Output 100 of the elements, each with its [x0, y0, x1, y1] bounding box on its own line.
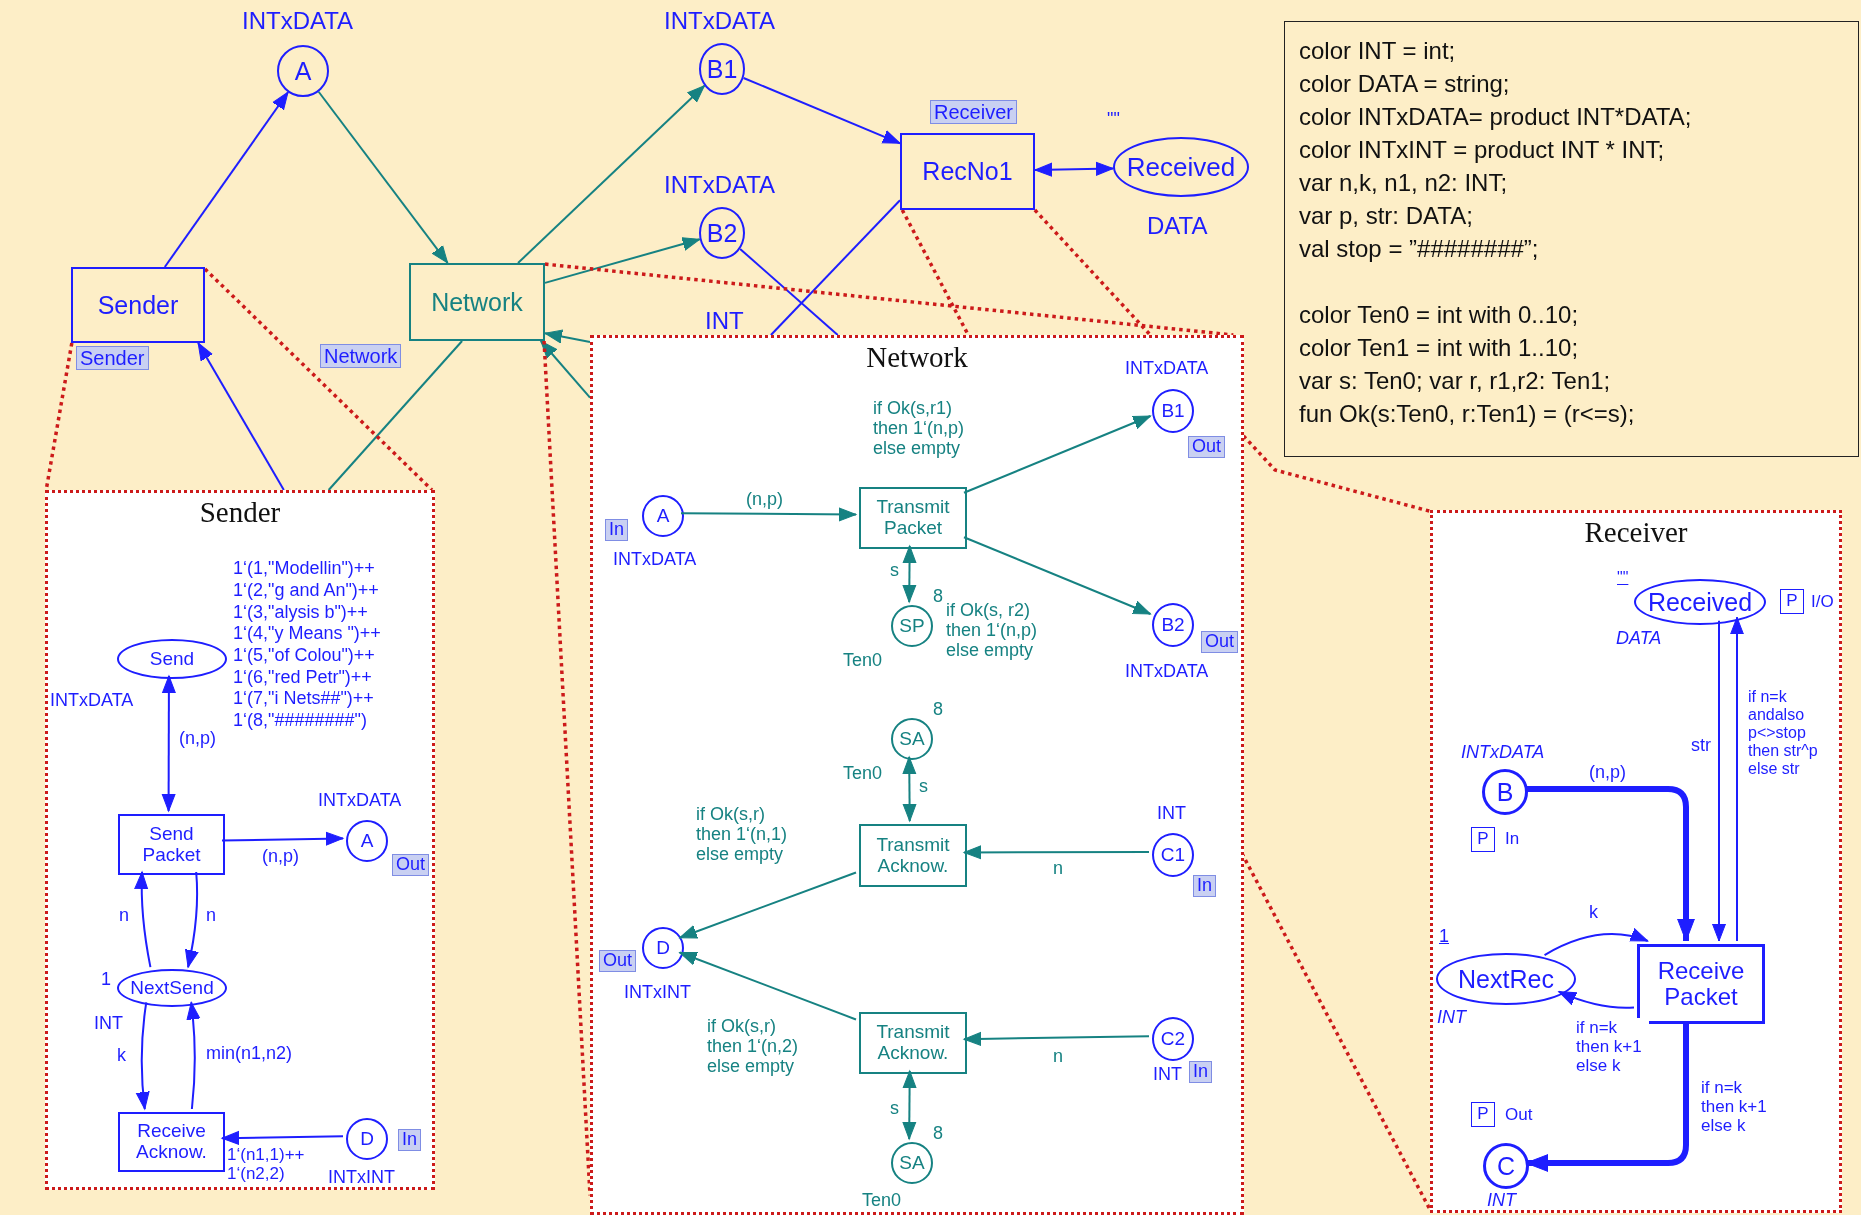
place-circle [1152, 1017, 1194, 1061]
transition-box [1637, 944, 1765, 1024]
declaration-box [1284, 21, 1859, 457]
place-circle [346, 1118, 388, 1160]
declaration-line: var s: Ten0; var r, r1,r2: Ten1; [1299, 366, 1612, 396]
arc-arrow [902, 1070, 917, 1140]
arc-arrow [1525, 786, 1695, 942]
arc-line [327, 340, 464, 491]
arc-arrow [544, 237, 701, 284]
node-label: B [1496, 778, 1514, 806]
arc-arrow [963, 415, 1152, 494]
port-tag: In [1189, 1061, 1212, 1083]
arc-arrow [963, 536, 1152, 615]
type-label: INTxDATA [664, 172, 776, 199]
marking-label: 1 [1439, 927, 1449, 947]
arc-arrow [963, 1031, 1150, 1046]
arc-arrow [1712, 619, 1726, 942]
arc-arrow [1525, 1021, 1689, 1172]
port-marker: P [1471, 827, 1495, 852]
type-label: Ten0 [862, 1191, 902, 1211]
marking-label: 1‘(5,"of Colou")++ [233, 646, 375, 666]
arc-arrow [197, 342, 285, 491]
transition-box [71, 267, 205, 343]
node-label: Received [1647, 588, 1753, 616]
arc-arrow [1543, 928, 1649, 957]
node-label: Receive Packet [1656, 958, 1746, 1010]
node-label: SP [899, 615, 925, 637]
node-label: Send Packet [141, 824, 202, 865]
node-label: C [1496, 1152, 1516, 1180]
type-label: INT [1153, 1065, 1182, 1085]
node-label: A [360, 830, 374, 852]
node-label: C2 [1160, 1028, 1186, 1050]
arc-arrow [680, 507, 857, 522]
node-label: B2 [1161, 614, 1185, 636]
arc-inscription: (n,p) [261, 846, 300, 867]
place-circle [642, 927, 684, 969]
place-ellipse [1113, 137, 1249, 197]
arc-arrow [161, 675, 176, 812]
place-circle [642, 495, 684, 537]
transition-box [900, 133, 1035, 210]
declaration-line: color Ten1 = int with 1..10; [1299, 333, 1580, 363]
marking-label: 1 [101, 970, 111, 990]
arc-arrow [678, 871, 857, 939]
node-label: SA [899, 1152, 925, 1174]
node-label: Transmit Acknow. [875, 1022, 951, 1064]
arc-arrow [902, 756, 917, 822]
node-label: RecNo1 [922, 158, 1013, 185]
marking-label: 1‘(8,"########") [233, 711, 367, 731]
declaration-line: var p, str: DATA; [1299, 201, 1474, 231]
declaration-line: color Ten0 = int with 0..10; [1299, 300, 1580, 330]
arc-arrow [1730, 616, 1744, 942]
arc-inscription: (n,p) [1588, 762, 1627, 783]
subpage-panel [1430, 510, 1842, 1213]
arc-arrow [221, 831, 344, 846]
arc-arrow [678, 951, 857, 1021]
arc-arrow [134, 871, 152, 969]
arc-arrow [963, 845, 1150, 860]
arc-arrow [544, 329, 591, 344]
arc-arrow [517, 84, 706, 264]
node-label: B1 [706, 55, 738, 83]
type-label: Ten0 [843, 651, 883, 671]
place-circle [1152, 833, 1194, 877]
node-label: D [656, 937, 670, 959]
node-label: Sender [97, 291, 179, 319]
subpage-panel [590, 335, 1244, 1215]
port-tag: In [398, 1129, 421, 1151]
declaration-line: color DATA = string; [1299, 69, 1511, 99]
type-label: INTxDATA [1125, 662, 1209, 682]
node-label: SA [899, 728, 925, 750]
port-label: I/O [1811, 593, 1834, 612]
node-label: B2 [706, 219, 738, 247]
transition-box [859, 1012, 967, 1074]
place-ellipse [1436, 953, 1576, 1005]
arc-arrow [186, 1001, 201, 1110]
place-circle [1483, 1143, 1529, 1189]
place-circle [891, 1142, 933, 1184]
transition-box [859, 487, 967, 549]
port-label: In [1505, 830, 1520, 849]
declaration-line: color INT = int; [1299, 36, 1457, 66]
type-label: INTxDATA [318, 791, 402, 811]
subpage-panel [45, 490, 435, 1190]
place-circle [1152, 603, 1194, 647]
node-label: NextRec [1458, 965, 1554, 993]
place-circle [277, 45, 329, 97]
arc-arrow [539, 340, 591, 399]
transition-box [859, 824, 967, 887]
panel-title: Network [866, 342, 968, 374]
type-label: INTxDATA [1461, 743, 1545, 763]
marking-label: 1‘(7,"i Nets##")++ [233, 689, 374, 709]
place-circle [699, 43, 745, 95]
marking-label: 1‘(1,"Modellin")++ [233, 559, 375, 579]
transition-box [118, 814, 225, 875]
port-tag: Sender [76, 346, 149, 370]
zoom-guide-line [544, 262, 1234, 337]
arc-inscription: (n,p) [745, 489, 784, 510]
port-tag: Out [1201, 631, 1238, 653]
place-circle [346, 820, 388, 862]
type-label: INTxDATA [613, 550, 697, 570]
declaration-line: val stop = ”########”; [1299, 234, 1540, 264]
panel-title: Receiver [1584, 517, 1688, 549]
